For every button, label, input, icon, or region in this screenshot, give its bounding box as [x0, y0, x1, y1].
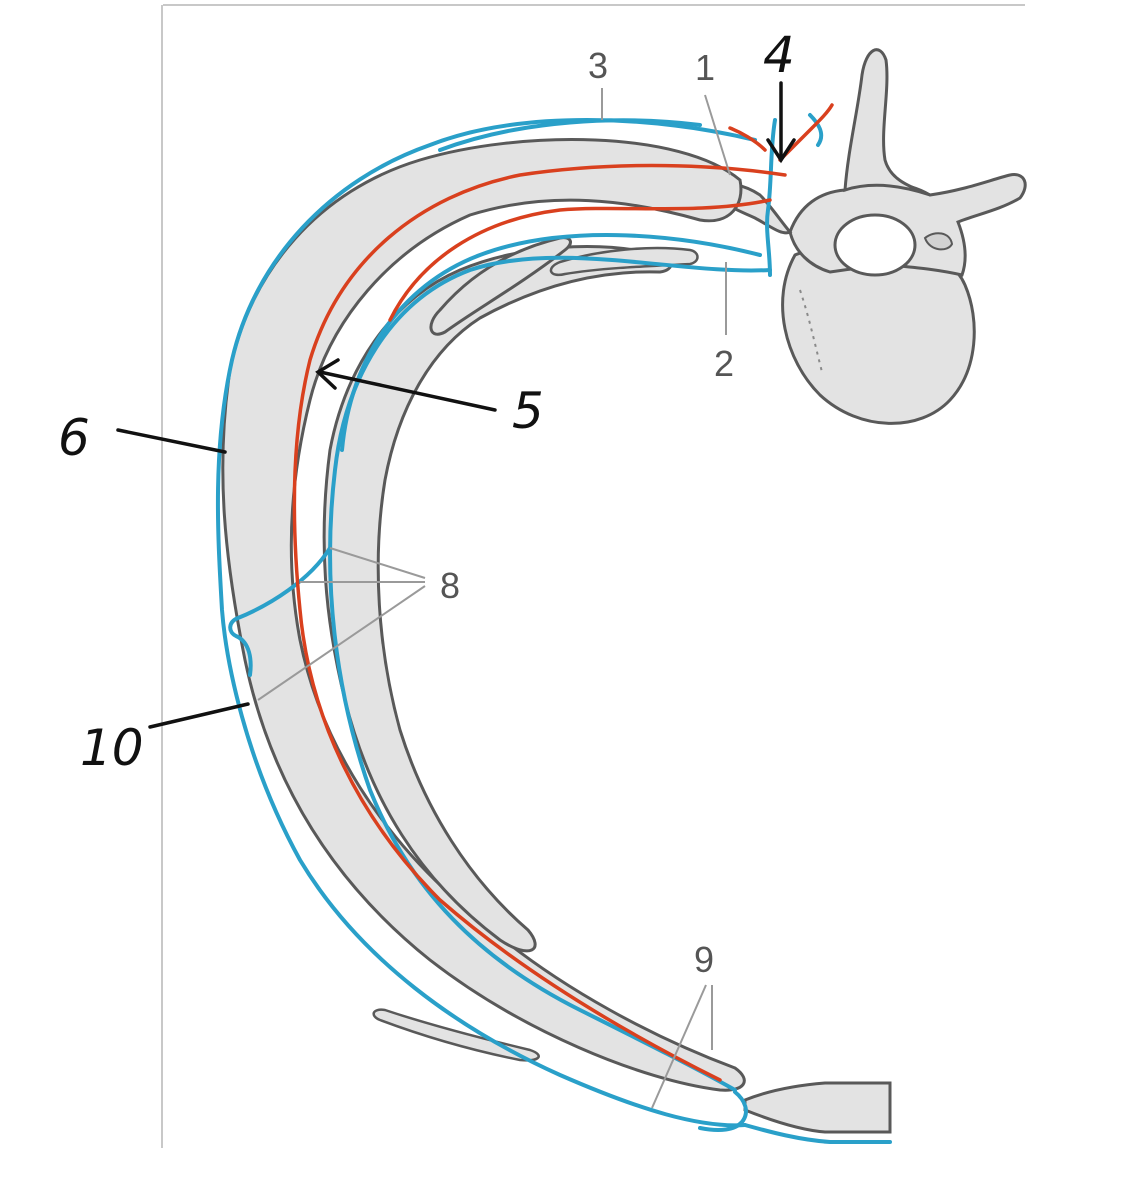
label-8: 8: [440, 565, 460, 606]
sternum-body: [743, 1081, 892, 1134]
label-9: 9: [694, 939, 714, 980]
arrow-4-head: [766, 138, 796, 164]
label-3: 3: [588, 45, 608, 86]
sternum: [743, 1081, 892, 1134]
vertebral-foramen: [833, 213, 917, 277]
arrow-5-shaft: [318, 370, 497, 412]
anterior-cutaneous-branch: [698, 1090, 748, 1132]
leader-8c: [257, 585, 426, 701]
leader-8a: [329, 547, 426, 579]
rib-lower-sliver: [372, 1008, 540, 1062]
rib-innermost-band: [429, 236, 572, 336]
label-2: 2: [714, 343, 734, 384]
vertebra-small-facet: [923, 232, 954, 251]
line-6: [116, 428, 227, 454]
leader-1: [704, 94, 731, 176]
dorsal-artery-branch-2: [728, 126, 767, 152]
outer-nerve-arc-top: [438, 118, 702, 152]
label-10: 10: [80, 719, 144, 777]
arrow-5-head: [315, 358, 340, 390]
nerves: [215, 113, 892, 1144]
inner-nerve-line-2: [340, 233, 762, 452]
rib-inner-band: [322, 245, 673, 953]
vertebra-spinous-process: [843, 48, 931, 197]
leader-lines: [257, 88, 731, 1109]
collateral-artery-branch: [388, 198, 772, 322]
handwritten-annotations: [116, 81, 796, 729]
label-4: 4: [763, 26, 795, 84]
label-1: 1: [695, 47, 715, 88]
label-6: 6: [58, 409, 90, 467]
vertebra: [720, 48, 1027, 425]
inner-nerve-line: [328, 255, 772, 1092]
outer-nerve-line: [215, 118, 757, 1128]
line-10: [148, 702, 250, 729]
nerve-top-branch: [808, 113, 824, 147]
posterior-intercostal-artery: [292, 163, 787, 1082]
vertebra-texture: [799, 289, 823, 373]
leader-9a: [651, 984, 707, 1109]
sternal-nerve-line: [743, 1123, 892, 1144]
label-5: 5: [512, 382, 544, 440]
